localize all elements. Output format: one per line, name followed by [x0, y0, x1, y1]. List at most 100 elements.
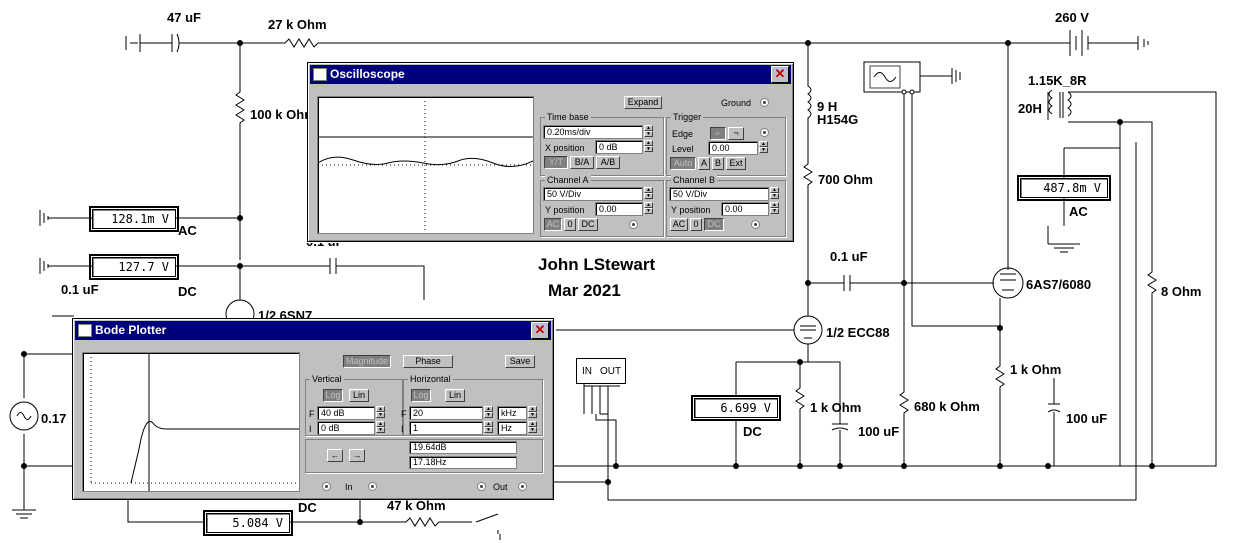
readout-db: 19.64dB: [409, 441, 517, 454]
level-spinner[interactable]: ▲▼: [759, 141, 768, 155]
magnitude-button[interactable]: Magnitude: [343, 355, 391, 368]
cursor-left-button[interactable]: ←: [327, 449, 343, 462]
cap-47uf-label: 47 uF: [167, 10, 201, 25]
channel-a-0-button[interactable]: 0: [564, 218, 576, 231]
channel-b-ypos-label: Y position: [671, 205, 711, 215]
timebase-spinner[interactable]: ▲▼: [644, 125, 653, 139]
ground-label: Ground: [721, 98, 752, 108]
horizontal-i-unit-spinner[interactable]: ▲▼: [528, 421, 537, 435]
vertical-f-field[interactable]: 40 dB: [317, 406, 375, 420]
cap-0-1uf-left-label: 0.1 uF: [61, 282, 99, 297]
res-1k-right-label: 1 k Ohm: [1010, 362, 1062, 377]
channel-b-ypos-field[interactable]: 0.00: [721, 202, 769, 216]
transformer-label: 1.15K_8R: [1028, 73, 1087, 88]
horizontal-f-label: F: [401, 409, 407, 419]
channel-a-dc-button[interactable]: DC: [578, 218, 598, 231]
horizontal-group-label: Horizontal: [408, 374, 453, 384]
horizontal-f-unit-spinner[interactable]: ▲▼: [528, 406, 537, 420]
in-terminal-minus[interactable]: [368, 482, 377, 491]
vertical-f-label: F: [309, 409, 315, 419]
horizontal-f-unit[interactable]: kHz: [497, 406, 527, 420]
bode-terminal-out: OUT: [600, 366, 622, 377]
channel-a-ypos-label: Y position: [545, 205, 585, 215]
out-label: Out: [493, 482, 508, 492]
expand-button[interactable]: Expand: [624, 96, 662, 109]
vertical-lin-button[interactable]: Lin: [349, 389, 369, 402]
channel-b-ac-button[interactable]: AC: [670, 218, 688, 231]
channel-a-group-label: Channel A: [545, 175, 591, 185]
timebase-group-label: Time base: [545, 112, 591, 122]
oscilloscope-titlebar[interactable]: Oscilloscope ✕: [310, 65, 791, 84]
channel-b-scale-field[interactable]: 50 V/Div: [669, 187, 769, 201]
channel-a-ypos-field[interactable]: 0.00: [595, 202, 643, 216]
xposition-spinner[interactable]: ▲▼: [644, 140, 653, 154]
horizontal-log-button[interactable]: Log: [411, 389, 431, 402]
out-terminal-plus[interactable]: [477, 482, 486, 491]
ab-button[interactable]: A/B: [596, 156, 620, 169]
edge-rising-button[interactable]: ⌐: [710, 127, 726, 140]
supply-260v-label: 260 V: [1055, 10, 1089, 25]
horizontal-i-unit[interactable]: Hz: [497, 421, 527, 435]
channel-b-group: Channel B: [666, 175, 786, 237]
tube-6as7-label: 6AS7/6080: [1026, 277, 1092, 292]
trigger-auto-button[interactable]: Auto: [670, 157, 696, 170]
timebase-field[interactable]: 0.20ms/div: [543, 125, 643, 139]
xposition-field[interactable]: 0 dB: [595, 140, 643, 154]
edge-falling-button[interactable]: ¬: [728, 127, 744, 140]
phase-button[interactable]: Phase: [403, 355, 453, 368]
trigger-b-button[interactable]: B: [712, 157, 724, 170]
level-field[interactable]: 0.00: [708, 141, 758, 155]
readout-hz: 17.18Hz: [409, 456, 517, 469]
channel-a-ypos-spinner[interactable]: ▲▼: [644, 202, 653, 216]
res-8ohm-label: 8 Ohm: [1161, 284, 1202, 299]
horizontal-f-spinner[interactable]: ▲▼: [484, 406, 493, 420]
vertical-group-label: Vertical: [310, 374, 344, 384]
channel-a-scale-field[interactable]: 50 V/Div: [543, 187, 643, 201]
res-100k-label: 100 k Ohm: [250, 107, 316, 122]
cursor-right-button[interactable]: →: [349, 449, 365, 462]
vertical-i-field[interactable]: 0 dB: [317, 421, 375, 435]
vertical-log-button[interactable]: Log: [323, 389, 343, 402]
trigger-ext-button[interactable]: Ext: [726, 157, 746, 170]
bode-terminal-block: [576, 358, 626, 384]
horizontal-lin-button[interactable]: Lin: [445, 389, 465, 402]
channel-a-scale-spinner[interactable]: ▲▼: [644, 187, 653, 201]
bode-titlebar[interactable]: Bode Plotter ✕: [75, 321, 551, 340]
close-icon[interactable]: ✕: [531, 322, 549, 339]
channel-b-terminal[interactable]: [751, 220, 760, 229]
trigger-terminal[interactable]: [760, 128, 769, 137]
cap-100uf-mid-label: 100 uF: [858, 424, 900, 439]
close-icon[interactable]: ✕: [771, 66, 789, 83]
vertical-i-spinner[interactable]: ▲▼: [376, 421, 385, 435]
yt-button[interactable]: Y/T: [544, 156, 568, 169]
res-700-label: 700 Ohm: [818, 172, 873, 187]
bode-plotter-window[interactable]: Bode Plotter ✕ Magnitude Phase Save Vert…: [72, 318, 554, 500]
bode-magnitude-curve: [90, 353, 299, 491]
channel-b-0-button[interactable]: 0: [690, 218, 702, 231]
trigger-group: Trigger: [666, 112, 786, 176]
out-terminal-minus[interactable]: [518, 482, 527, 491]
cap-0-1uf-top-partial-label: 0.1 uF: [306, 243, 344, 249]
horizontal-f-field[interactable]: 20: [409, 406, 483, 420]
dc-left-label: DC: [178, 284, 197, 299]
trigger-group-label: Trigger: [671, 112, 704, 122]
horizontal-i-field[interactable]: 1: [409, 421, 483, 435]
cap-0-1uf-mid-label: 0.1 uF: [830, 249, 868, 264]
save-button[interactable]: Save: [505, 355, 535, 368]
channel-b-ypos-spinner[interactable]: ▲▼: [770, 202, 779, 216]
oscilloscope-window[interactable]: Oscilloscope ✕ Expand Ground Time base 0…: [307, 62, 794, 242]
vertical-f-spinner[interactable]: ▲▼: [376, 406, 385, 420]
channel-b-dc-button[interactable]: DC: [704, 218, 724, 231]
channel-a-ac-button[interactable]: AC: [544, 218, 562, 231]
channel-b-scale-spinner[interactable]: ▲▼: [770, 187, 779, 201]
ground-terminal[interactable]: [760, 98, 769, 107]
in-terminal-plus[interactable]: [322, 482, 331, 491]
horizontal-i-spinner[interactable]: ▲▼: [484, 421, 493, 435]
channel-a-terminal[interactable]: [629, 220, 638, 229]
ba-button[interactable]: B/A: [570, 156, 594, 169]
dc-mid-label: DC: [743, 424, 762, 439]
voltmeter-dc-mid: 6.699 V: [691, 395, 781, 421]
trigger-a-button[interactable]: A: [698, 157, 710, 170]
voltmeter-dc-bottom: 5.084 V: [203, 510, 293, 536]
